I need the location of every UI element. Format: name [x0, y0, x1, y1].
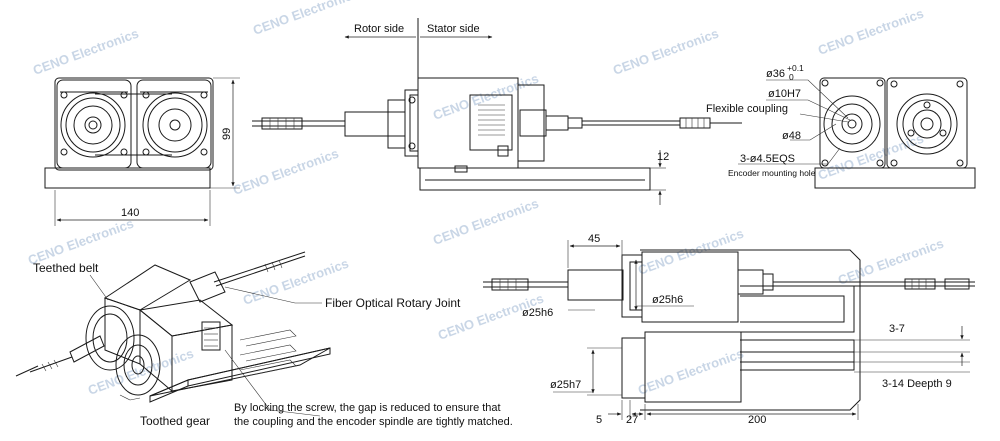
mounting-holes-label: 3-ø4.5EQS	[740, 153, 795, 165]
flexible-coupling-label: Flexible coupling	[706, 103, 788, 115]
depth-label: 3-14 Deepth 9	[882, 378, 952, 390]
dim-27: 27	[626, 414, 638, 426]
note-line-2: the coupling and the encoder spindle are…	[234, 416, 513, 428]
dim-d25h6-lower: ø25h6	[522, 307, 553, 319]
watermarks: CENO Electronics CENO Electronics CENO E…	[26, 0, 946, 398]
diameter-36: ø36	[766, 68, 785, 80]
watermark-8: CENO Electronics	[816, 131, 926, 183]
watermark-2: CENO Electronics	[251, 0, 361, 38]
side-view: Rotor side Stator side	[252, 18, 742, 205]
watermark-15: CENO Electronics	[636, 346, 746, 398]
watermark-7: CENO Electronics	[431, 196, 541, 248]
toothed-gear-label: Toothed gear	[140, 414, 210, 428]
watermark-1: CENO Electronics	[31, 26, 141, 78]
diameter-36-tol-upper: +0.1	[787, 63, 804, 73]
dim-d25h6-upper: ø25h6	[652, 294, 683, 306]
stator-side-label: Stator side	[427, 23, 480, 35]
front-view: 99 140	[44, 77, 240, 226]
dim-3-7: 3-7	[889, 323, 905, 335]
isometric-view: Teethed belt Fiber Optical Rotary Joint …	[15, 251, 513, 428]
dim-5: 5	[596, 414, 602, 426]
watermark-5: CENO Electronics	[816, 6, 926, 58]
teethed-belt-label: Teethed belt	[33, 261, 99, 275]
watermark-9: CENO Electronics	[26, 216, 136, 268]
dim-200: 200	[748, 414, 766, 426]
dim-45: 45	[588, 233, 600, 245]
front-width-dim: 140	[121, 207, 139, 219]
diameter-36-tol-lower: 0	[789, 72, 794, 82]
base-height-dim: 12	[657, 151, 669, 163]
diameter-10h7: ø10H7	[768, 88, 801, 100]
encoder-mounting-hole-label: Encoder mounting hole	[728, 168, 816, 178]
front-height-dim: 99	[221, 128, 233, 140]
note-line-1: By locking the screw, the gap is reduced…	[234, 402, 501, 414]
diameter-48: ø48	[782, 130, 801, 142]
dim-d25h7: ø25h7	[550, 379, 581, 391]
fiber-optical-rotary-joint-label: Fiber Optical Rotary Joint	[325, 296, 461, 310]
rotor-side-label: Rotor side	[354, 23, 404, 35]
watermark-6: CENO Electronics	[231, 146, 341, 198]
watermark-4: CENO Electronics	[611, 26, 721, 78]
top-view: 45 ø25h6 ø25h6 ø25h7 5 27 200 3-7 3-14 D…	[483, 233, 975, 426]
end-view: ø36 +0.1 0 ø10H7 Flexible coupling ø48 3…	[706, 63, 976, 189]
watermark-13: CENO Electronics	[836, 236, 946, 288]
